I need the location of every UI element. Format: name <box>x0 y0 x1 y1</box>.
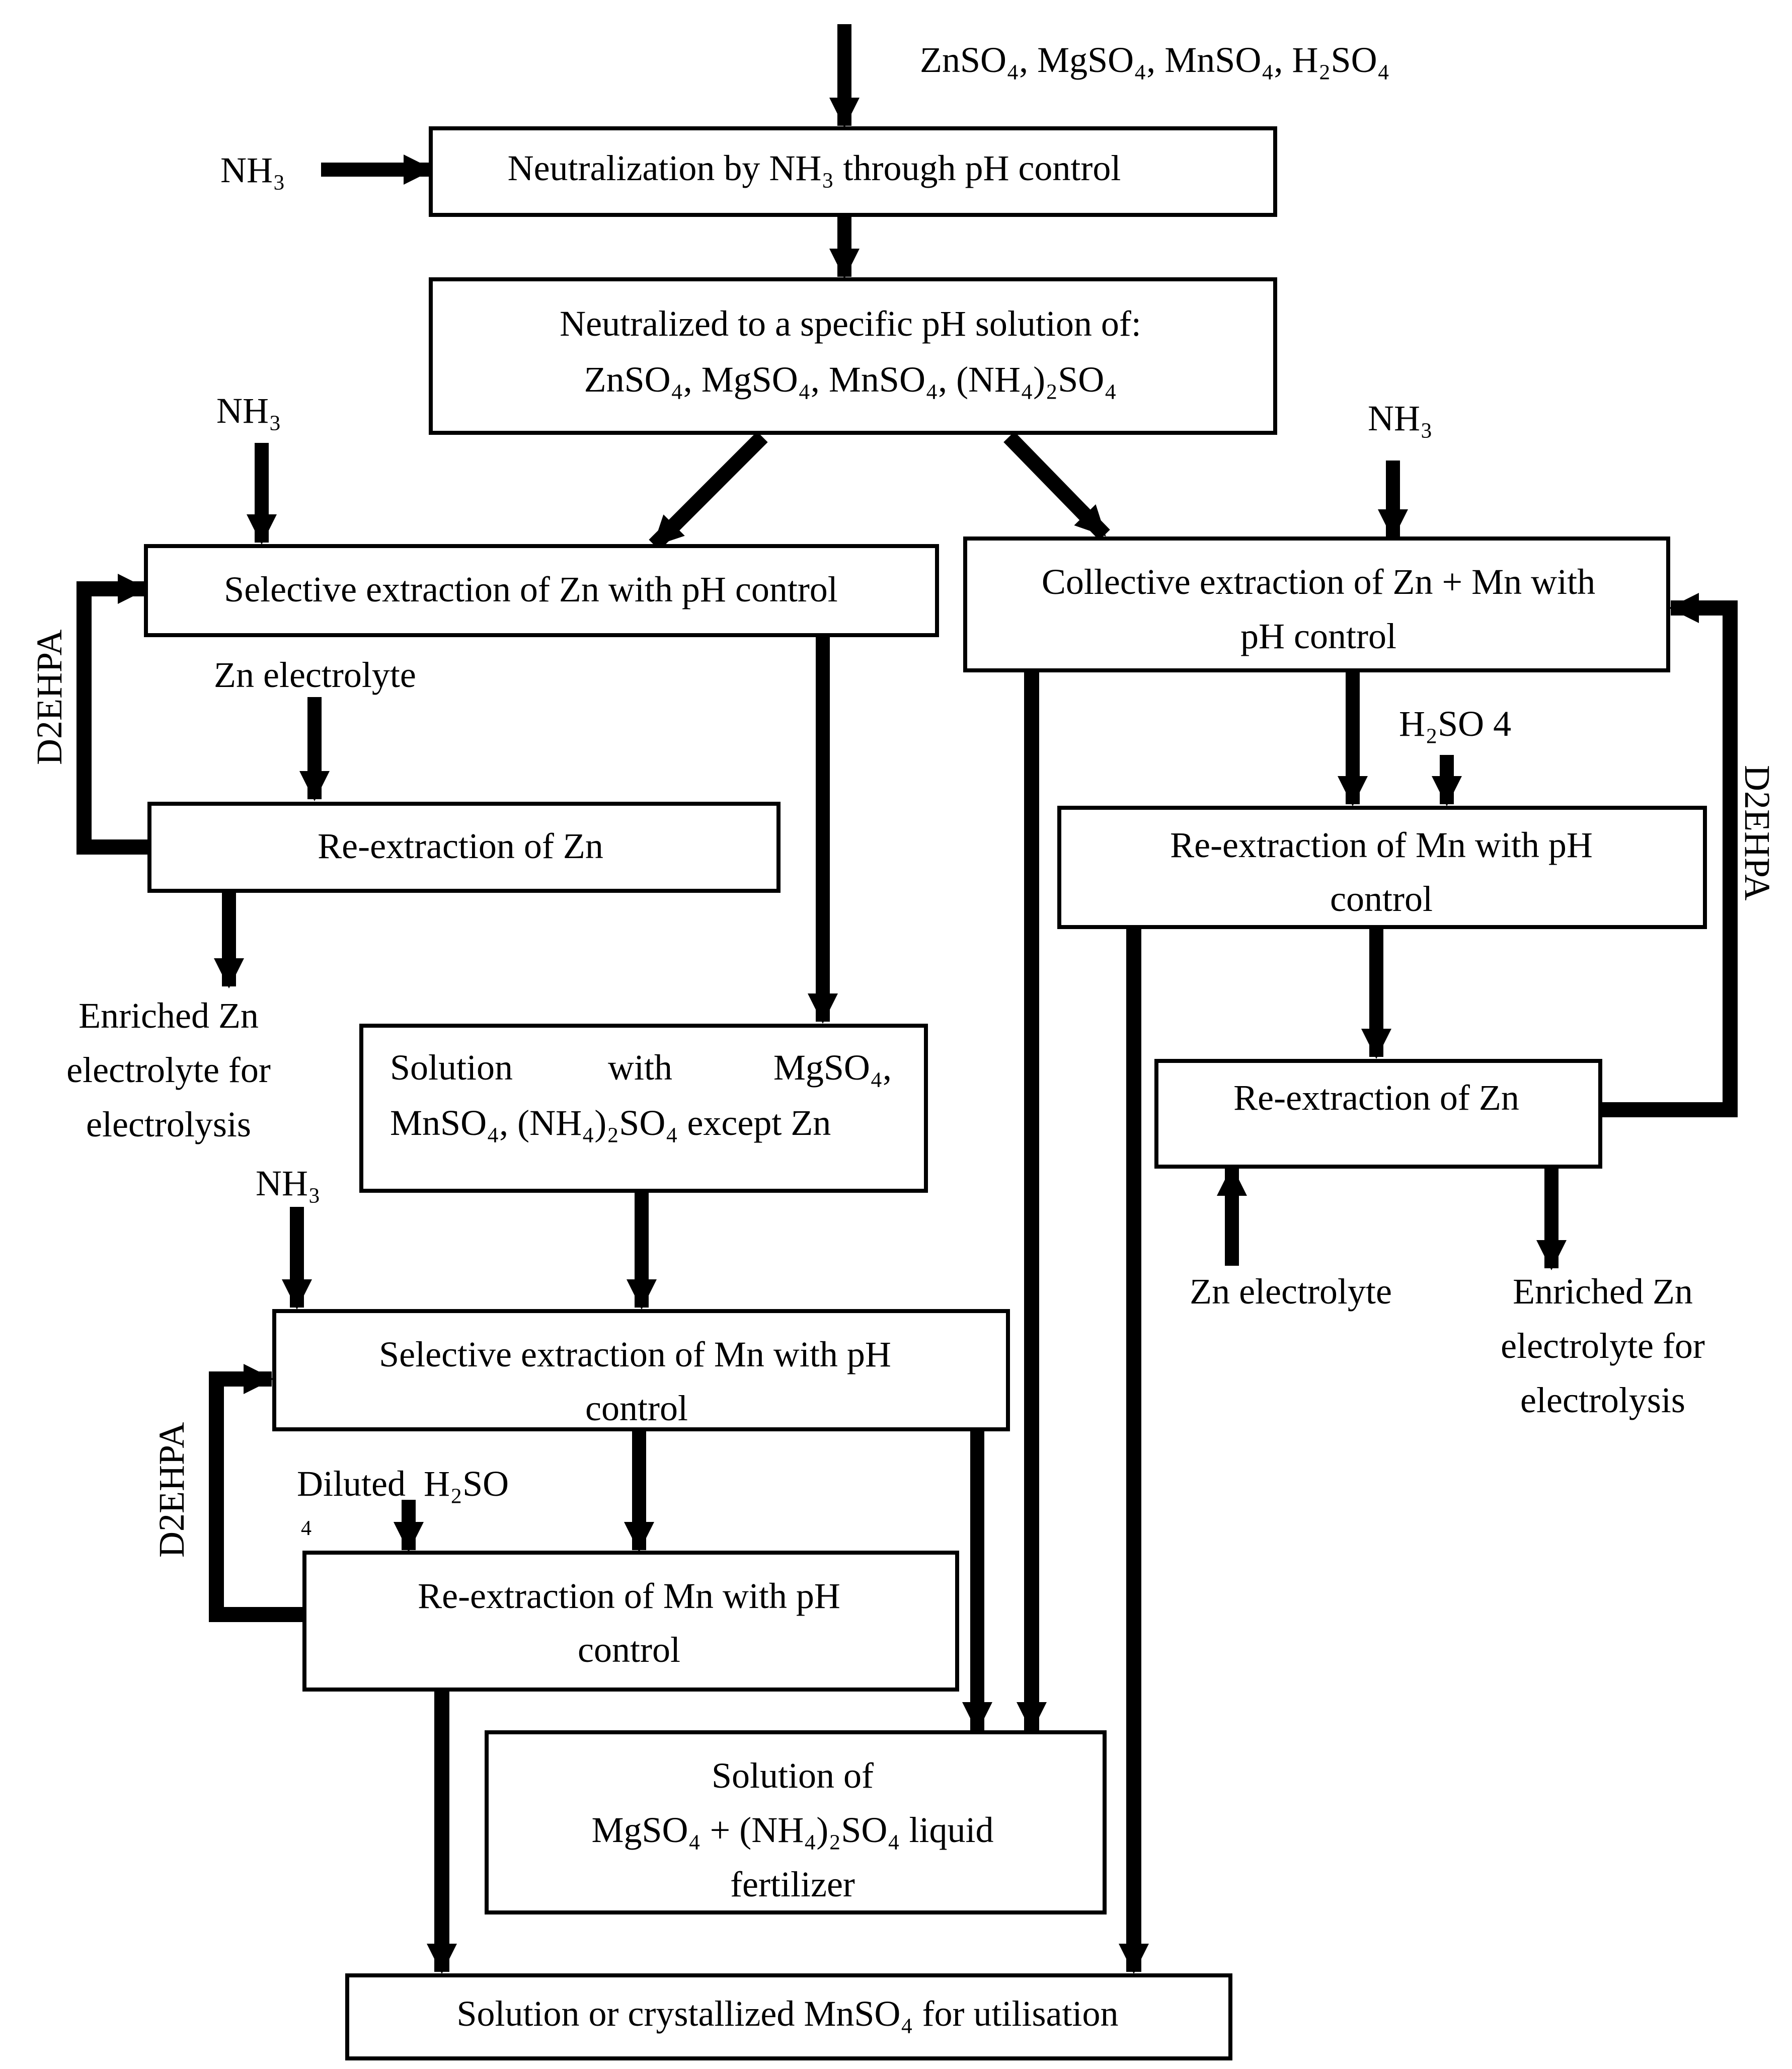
nh3-left-label: NH₃ <box>216 391 281 431</box>
collective-line2: pH control <box>1240 616 1396 656</box>
box-collective <box>963 537 1670 672</box>
box-reextraction-mn-right <box>1057 806 1707 929</box>
loop-d2ehpa-left-top <box>76 574 148 855</box>
diluted-h2so4-label: Diluted H₂SO <box>297 1464 509 1504</box>
selective-mn-line1: Selective extraction of Mn with pH <box>379 1334 891 1374</box>
arrow-solution-to-collective <box>1003 431 1110 541</box>
reextraction-mn-left-line2: control <box>578 1630 680 1670</box>
reextraction-zn-right-label: Re-extraction of Zn <box>1233 1078 1519 1118</box>
loop-d2ehpa-left-bottom <box>209 1364 304 1622</box>
fertilizer-line1: Solution of <box>712 1755 874 1796</box>
box-reextraction-zn-left <box>147 802 781 893</box>
fertilizer-line3: fertilizer <box>730 1864 855 1904</box>
final-label: Solution or crystallized MnSO₄ for utili… <box>457 1994 1119 2034</box>
solution-except-line2: MnSO₄, (NH₄)₂SO₄ except Zn <box>390 1103 831 1143</box>
solution-except-line1-a: Solution <box>390 1047 513 1088</box>
nh3-right-label: NH₃ <box>1368 398 1433 438</box>
box-reextraction-zn-right <box>1154 1059 1602 1169</box>
selective-mn-line2: control <box>585 1388 688 1428</box>
enriched-right-line1: Enriched Zn <box>1513 1271 1693 1312</box>
enriched-left-line1: Enriched Zn <box>79 995 259 1036</box>
box-reextraction-mn-left <box>302 1551 959 1692</box>
connectors <box>76 24 1738 1974</box>
reextraction-mn-left-line1: Re-extraction of Mn with pH <box>418 1576 840 1616</box>
reextraction-mn-right-line1: Re-extraction of Mn with pH <box>1170 825 1593 865</box>
solution-except-line1-b: with <box>608 1047 672 1088</box>
neutralization-label: Neutralization by NH₃ through pH control <box>508 148 1121 188</box>
selective-zn-label: Selective extraction of Zn with pH contr… <box>224 569 838 609</box>
enriched-right-line2: electrolyte for <box>1501 1326 1705 1366</box>
enriched-right-line3: electrolysis <box>1520 1380 1685 1420</box>
zn-electrolyte-right-label: Zn electrolyte <box>1190 1271 1392 1312</box>
box-neutralized-solution <box>429 277 1277 435</box>
diluted-h2so4-subscript: 4 <box>301 1517 311 1540</box>
box-final <box>345 1973 1232 2060</box>
reextraction-zn-left-label: Re-extraction of Zn <box>318 826 603 866</box>
feed-input-label: ZnSO₄, MgSO₄, MnSO₄, H₂SO₄ <box>920 40 1390 80</box>
collective-line1: Collective extraction of Zn + Mn with <box>1042 562 1595 602</box>
labels: ZnSO₄, MgSO₄, MnSO₄, H₂SO₄ NH₃ Neutraliz… <box>29 40 1777 2034</box>
nh3-top-label: NH₃ <box>220 150 285 190</box>
nh3-mn-label: NH₃ <box>256 1163 321 1203</box>
neutralized-line2: ZnSO₄, MgSO₄, MnSO₄, (NH₄)₂SO₄ <box>584 359 1117 400</box>
d2ehpa-left-bottom-label: D2EHPA <box>151 1422 192 1558</box>
solution-except-line1-c: MgSO₄, <box>773 1047 892 1088</box>
box-neutralization <box>429 126 1277 217</box>
d2ehpa-left-top-label: D2EHPA <box>29 630 69 765</box>
d2ehpa-right-label: D2EHPA <box>1737 765 1777 900</box>
loop-d2ehpa-right <box>1600 593 1738 1117</box>
box-selective-mn <box>272 1309 1010 1431</box>
h2so4-right-label: H₂SO 4 <box>1399 704 1511 744</box>
arrow-solution-to-selective-zn <box>649 431 768 551</box>
zn-electrolyte-left-label: Zn electrolyte <box>214 655 416 695</box>
process-boxes <box>144 126 1707 2060</box>
enriched-left-line2: electrolyte for <box>66 1050 271 1090</box>
neutralized-line1: Neutralized to a specific pH solution of… <box>560 303 1141 344</box>
reextraction-mn-right-line2: control <box>1330 879 1433 919</box>
box-selective-zn <box>144 544 939 637</box>
box-solution-except-zn <box>359 1024 928 1193</box>
fertilizer-line2: MgSO₄ + (NH₄)₂SO₄ liquid <box>591 1810 993 1850</box>
box-fertilizer <box>485 1730 1107 1914</box>
enriched-left-line3: electrolysis <box>86 1104 251 1144</box>
